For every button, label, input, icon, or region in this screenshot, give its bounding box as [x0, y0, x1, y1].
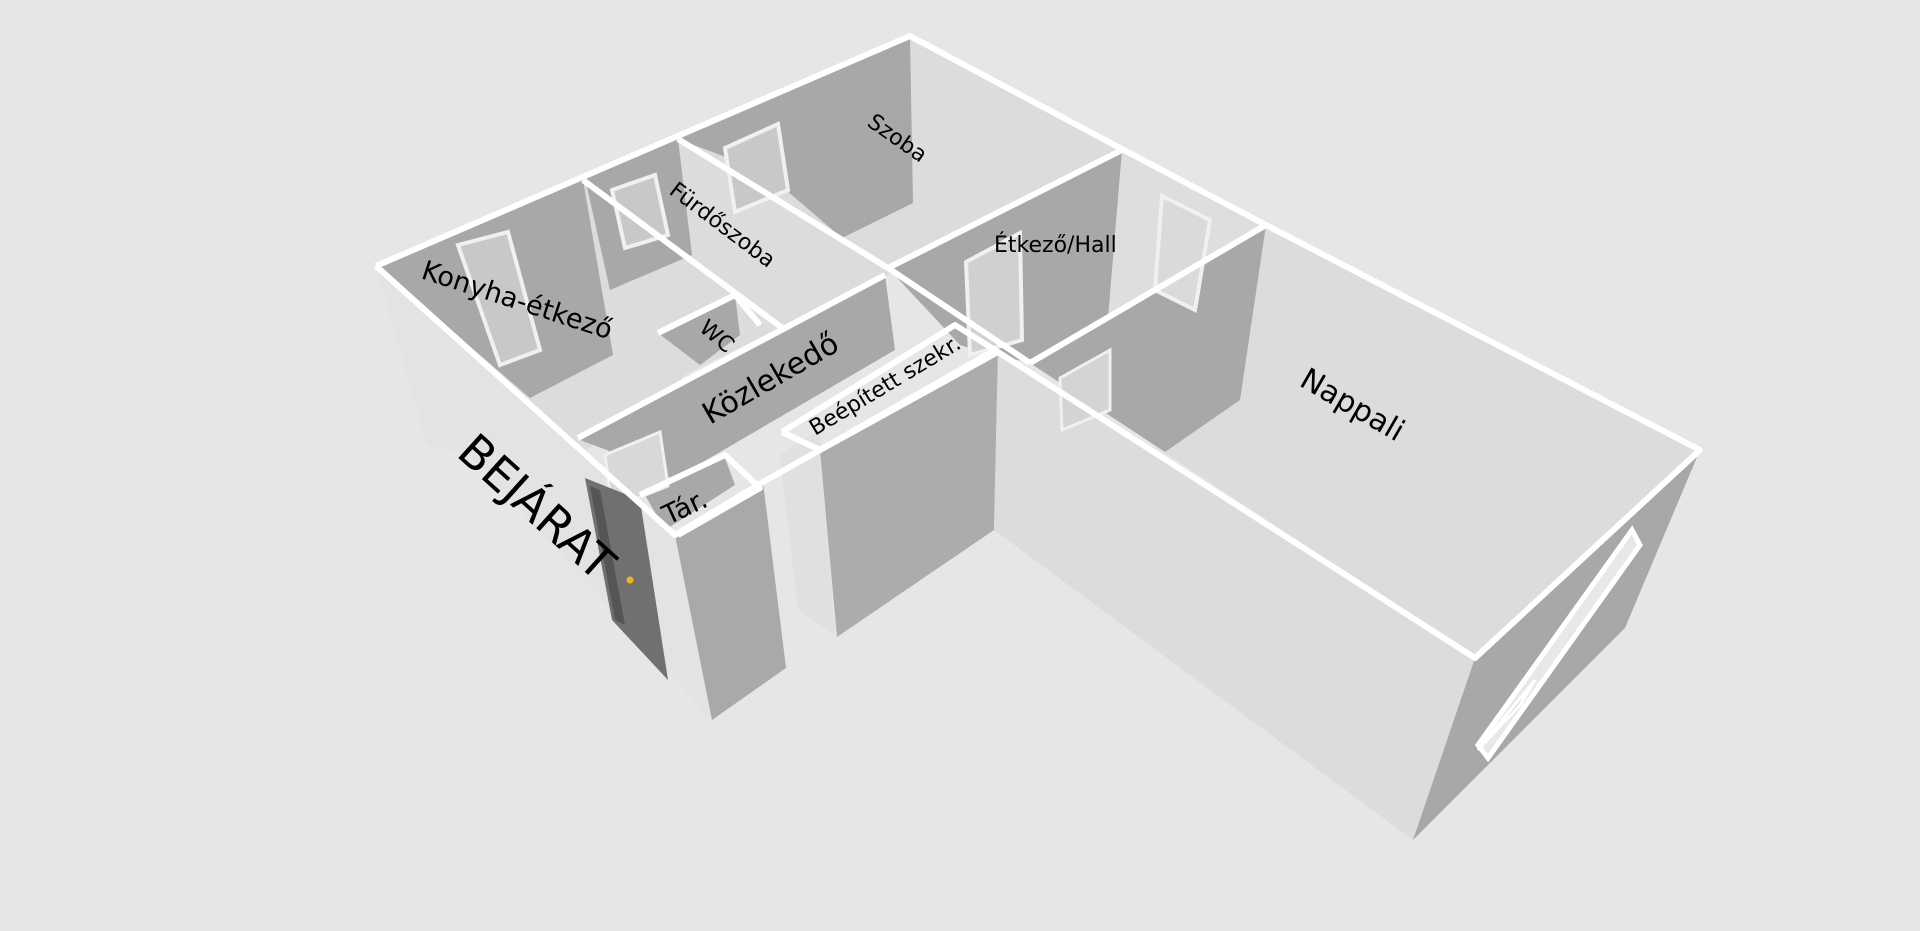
window-konyha-icon — [455, 229, 543, 368]
wall-top-szoba-etkezo — [886, 147, 1124, 271]
wall-top-etkezo-nappali — [1028, 222, 1268, 366]
window-szoba-icon — [722, 121, 791, 215]
wall-top-konyha-furdo — [581, 177, 787, 333]
wall-bejarat-side — [675, 482, 786, 720]
window-nappali-pane-icon — [1476, 679, 1537, 752]
room-label-etkezo-hall: Étkező/Hall — [994, 232, 1117, 258]
wall-top-furdo-szoba — [676, 136, 890, 271]
wall-top-tar — [638, 452, 763, 538]
wall-nappali-front — [994, 352, 1475, 840]
openings — [455, 121, 1643, 763]
wall-kozlekedo — [580, 275, 895, 480]
wall-tops — [373, 33, 1703, 661]
wall-szoba-back — [678, 36, 913, 238]
wall-tar-inner — [645, 458, 735, 530]
wall-top-hall-diag — [886, 265, 1032, 366]
wall-center-front — [820, 352, 998, 637]
door-nappali-icon — [1058, 347, 1112, 433]
wall-top-wc — [656, 292, 763, 336]
wall-wc — [658, 295, 740, 365]
wall-top-kozlekedo-top — [576, 272, 887, 441]
wall-tar-front — [780, 430, 835, 635]
entrance-door-icon — [585, 478, 668, 680]
wall-top-beepitett — [780, 322, 998, 453]
